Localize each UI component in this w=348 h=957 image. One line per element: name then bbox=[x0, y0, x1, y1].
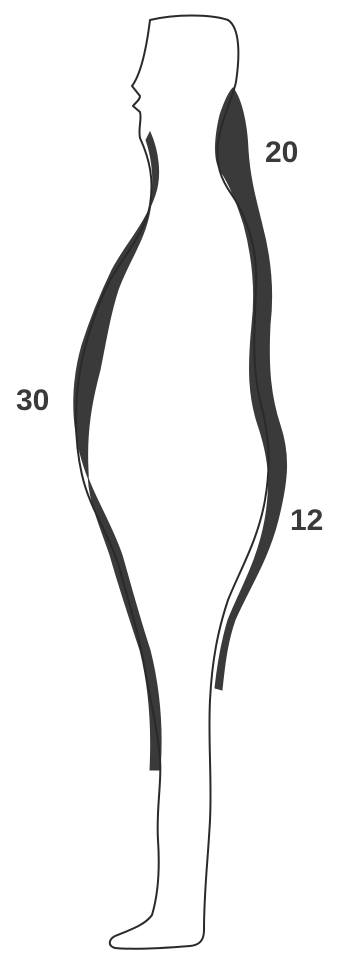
front-shaded-region bbox=[74, 132, 161, 770]
label-back-lower: 12 bbox=[290, 504, 323, 537]
label-back-upper: 20 bbox=[265, 136, 298, 169]
marker-dot bbox=[105, 378, 111, 384]
label-front-abdomen: 30 bbox=[16, 384, 49, 417]
back-shaded-region bbox=[215, 88, 287, 690]
